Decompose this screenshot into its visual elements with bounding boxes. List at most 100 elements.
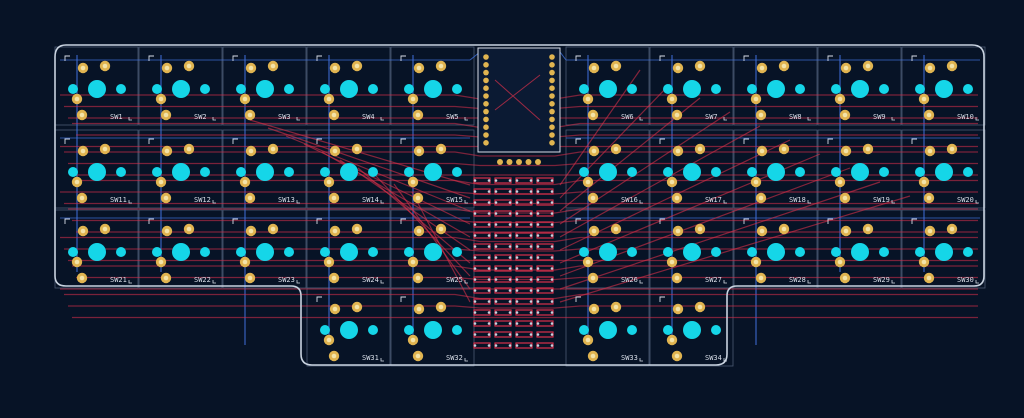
diode-pad-b: [508, 234, 512, 237]
switch-sw4: SW4: [316, 55, 384, 121]
contact-hole-2: [102, 63, 108, 69]
silkscreen-corner: [743, 55, 749, 61]
contact-hole-4: [674, 275, 680, 281]
switch-sw32: SW32: [400, 296, 468, 362]
mcu-pin-left-6: [483, 93, 489, 99]
diode-pad-b: [550, 190, 554, 193]
right-peg-hole: [200, 84, 210, 94]
contact-hole-4: [331, 195, 337, 201]
diode-pad-a: [515, 333, 519, 336]
switch-sw8: SW8: [743, 55, 811, 121]
front-trace-10: [76, 179, 978, 186]
contact-hole-4: [590, 275, 596, 281]
contact-hole-3: [669, 259, 675, 265]
contact-hole-2: [949, 226, 955, 232]
front-trace-8: [68, 162, 978, 167]
diode-array: [473, 177, 554, 349]
center-stem-hole: [88, 163, 106, 181]
left-peg-hole: [236, 247, 246, 257]
diode: [494, 331, 512, 338]
silkscreen-mark: [464, 280, 468, 284]
contact-hole-4: [926, 112, 932, 118]
switch-label: SW28: [789, 276, 806, 284]
right-peg-hole: [452, 84, 462, 94]
switch-label: SW27: [705, 276, 722, 284]
contact-hole-3: [585, 259, 591, 265]
diode-pad-a: [494, 311, 498, 314]
diode: [536, 342, 554, 349]
contact-hole-2: [270, 146, 276, 152]
diode: [515, 331, 533, 338]
contact-hole-3: [410, 259, 416, 265]
contact-hole-1: [164, 228, 170, 234]
right-peg-hole: [627, 167, 637, 177]
key-cell-outline-20: [901, 129, 986, 209]
center-stem-hole: [256, 163, 274, 181]
diode-pad-a: [536, 234, 540, 237]
diode: [536, 320, 554, 327]
switch-label: SW22: [194, 276, 211, 284]
silkscreen-mark: [128, 117, 132, 121]
diode: [536, 287, 554, 294]
diode: [494, 177, 512, 184]
switch-sw19: SW19: [827, 138, 895, 204]
center-stem-hole: [256, 80, 274, 98]
silkscreen-corner: [232, 218, 238, 224]
left-peg-hole: [404, 84, 414, 94]
silkscreen-corner: [743, 218, 749, 224]
contact-hole-1: [591, 65, 597, 71]
diode-pad-b: [487, 179, 491, 182]
contact-hole-3: [74, 259, 80, 265]
front-trace-23: [68, 305, 978, 309]
switch-sw11: SW11: [64, 138, 132, 204]
silkscreen-mark: [380, 358, 384, 362]
contact-hole-2: [613, 226, 619, 232]
switch-sw24: SW24: [316, 218, 384, 284]
diode: [473, 254, 491, 261]
center-stem-hole: [767, 243, 785, 261]
diode: [536, 177, 554, 184]
contact-hole-2: [270, 63, 276, 69]
diode: [515, 243, 533, 250]
diode-pad-b: [508, 289, 512, 292]
contact-hole-3: [158, 96, 164, 102]
diode-pad-a: [473, 322, 477, 325]
contact-hole-2: [613, 146, 619, 152]
diode: [536, 210, 554, 217]
mcu-pin-right-7: [549, 101, 555, 107]
silkscreen-mark: [128, 280, 132, 284]
diode-pad-a: [536, 245, 540, 248]
contact-hole-2: [102, 226, 108, 232]
diode-pad-b: [550, 322, 554, 325]
center-stem-hole: [599, 163, 617, 181]
header-pin-1: [497, 159, 503, 165]
diode-pad-b: [550, 223, 554, 226]
center-stem-hole: [172, 80, 190, 98]
left-peg-hole: [404, 167, 414, 177]
contact-hole-1: [416, 148, 422, 154]
contact-hole-4: [79, 275, 85, 281]
switch-label: SW12: [194, 196, 211, 204]
switch-label: SW4: [362, 113, 375, 121]
key-cell-outline-18: [733, 129, 818, 209]
diode-pad-b: [508, 267, 512, 270]
switch-sw22: SW22: [148, 218, 216, 284]
diode-pad-a: [536, 212, 540, 215]
mcu-pin-right-12: [549, 140, 555, 146]
diode-pad-b: [508, 190, 512, 193]
switch-sw23: SW23: [232, 218, 300, 284]
left-peg-hole: [831, 167, 841, 177]
diode: [515, 309, 533, 316]
diode-pad-a: [473, 256, 477, 259]
silkscreen-mark: [891, 200, 895, 204]
contact-hole-1: [591, 228, 597, 234]
silkscreen-mark: [380, 280, 384, 284]
contact-hole-3: [242, 259, 248, 265]
center-stem-hole: [935, 80, 953, 98]
diode: [515, 254, 533, 261]
diode-pad-b: [508, 311, 512, 314]
contact-hole-2: [781, 63, 787, 69]
contact-hole-1: [80, 148, 86, 154]
